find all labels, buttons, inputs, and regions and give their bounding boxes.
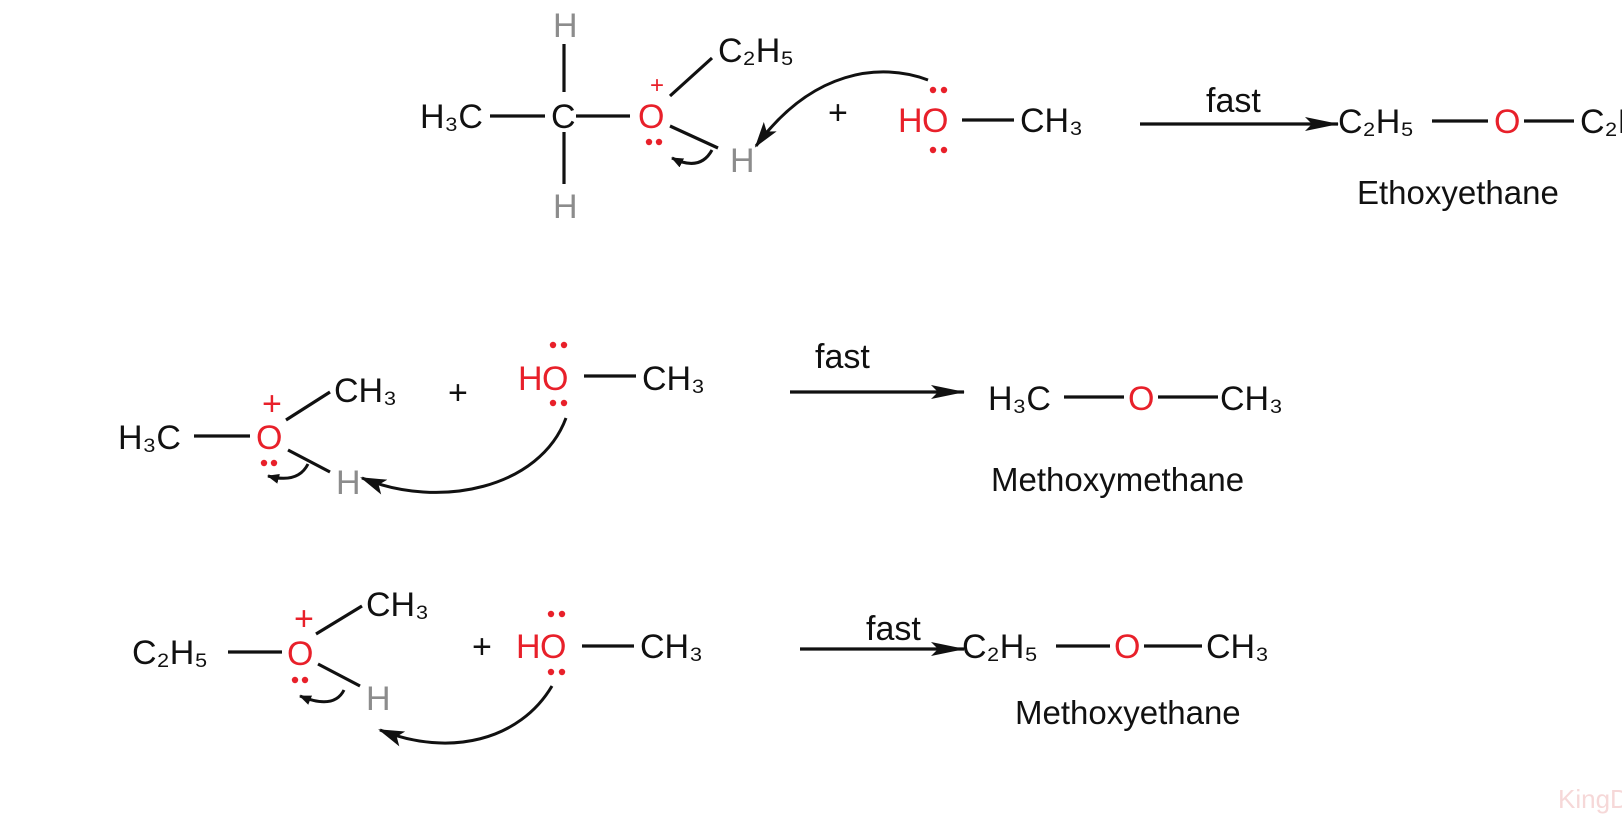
product-3: C₂H₅ O CH₃ Methoxyethane	[962, 628, 1269, 731]
product-2: H₃C O CH₃ Methoxymethane	[988, 380, 1283, 498]
methanol-3: H O CH₃	[516, 610, 703, 676]
transferred-hydrogen-label: H	[366, 680, 391, 718]
oxonium-oxygen-label: O	[287, 635, 313, 673]
hydroxyl-hydrogen-label: H	[516, 628, 541, 666]
lone-pair-dots	[929, 86, 948, 154]
plus-sign: +	[828, 94, 848, 132]
lone-pair-dots	[645, 138, 663, 146]
electron-push-arrow	[360, 417, 568, 495]
protonated-alcohol-1: H₃C C H H O + C₂H₅ H	[420, 7, 794, 226]
positive-charge-label: +	[262, 385, 282, 423]
electron-push-arrow	[671, 149, 714, 168]
methyl-group-label: H₃C	[988, 380, 1051, 418]
bond-line	[669, 124, 719, 150]
protonated-alcohol-3: C₂H₅ O + CH₃ H	[132, 586, 429, 718]
positive-charge-label: +	[294, 600, 314, 638]
ethyl-group-text: C₂H₅	[718, 32, 794, 70]
hydrogen-atom-label: H	[553, 188, 578, 226]
carbon-atom-label: C	[551, 98, 576, 136]
product-name-label: Methoxyethane	[1015, 694, 1241, 731]
methyl-group-label: H₃C	[420, 98, 483, 136]
methyl-group-label: H₃C	[118, 419, 181, 457]
methanol-oxygen-label: O	[922, 102, 948, 140]
bond-line	[315, 604, 363, 636]
lone-pair-dots	[260, 459, 278, 467]
product-name-label: Ethoxyethane	[1357, 174, 1559, 211]
reaction-condition-label: fast	[1206, 82, 1261, 120]
hydroxyl-hydrogen-label: H	[898, 102, 923, 140]
ethyl-group-label: C₂H₅	[1338, 103, 1414, 141]
oxonium-oxygen-label: O	[256, 419, 282, 457]
protonated-alcohol-2: H₃C O + CH₃ H	[118, 372, 397, 502]
methanol-oxygen-label: O	[542, 360, 568, 398]
positive-charge-label: +	[650, 72, 664, 99]
electron-push-arrow	[299, 689, 346, 705]
bond-line	[668, 56, 714, 98]
bond-line	[287, 448, 331, 474]
ethyl-group-label: C₂H₅	[1580, 103, 1622, 141]
ethyl-group-label: C₂H₅	[718, 32, 794, 70]
ethyl-group-label: C₂H₅	[132, 634, 208, 672]
methyl-group-label: CH₃	[1020, 102, 1083, 140]
electron-push-arrow	[267, 463, 310, 484]
electron-push-arrow	[754, 70, 929, 148]
watermark: KingD	[1558, 784, 1622, 814]
methanol-oxygen-label: O	[540, 628, 566, 666]
ether-oxygen-label: O	[1128, 380, 1154, 418]
hydroxyl-hydrogen-label: H	[518, 360, 543, 398]
reaction-3: C₂H₅ O + CH₃ H + H O CH₃ fast	[132, 586, 1269, 747]
methyl-group-label: CH₃	[1206, 628, 1269, 666]
oxonium-oxygen-label: O	[638, 98, 664, 136]
reaction-1: H₃C C H H O + C₂H₅ H + H O	[420, 7, 1622, 226]
reaction-condition-label: fast	[815, 338, 870, 376]
hydrogen-atom-label: H	[553, 7, 578, 45]
methyl-group-label: CH₃	[642, 360, 705, 398]
methanol-2: H O CH₃	[518, 341, 705, 407]
methanol-1: H O CH₃	[898, 86, 1083, 154]
lone-pair-dots	[291, 676, 309, 684]
transferred-hydrogen-label: H	[730, 142, 755, 180]
lone-pair-dots	[549, 341, 568, 407]
methyl-group-label: CH₃	[366, 586, 429, 624]
reaction-2: H₃C O + CH₃ H + H O CH₃ fast	[118, 338, 1283, 502]
methyl-group-label: CH₃	[1220, 380, 1283, 418]
product-name-label: Methoxymethane	[991, 461, 1244, 498]
product-1: C₂H₅ O C₂H₅ Ethoxyethane	[1338, 103, 1622, 211]
methyl-group-label: CH₃	[640, 628, 703, 666]
lone-pair-dots	[547, 610, 566, 676]
bond-line	[285, 390, 331, 422]
bond-line	[317, 662, 361, 688]
ether-oxygen-label: O	[1494, 103, 1520, 141]
reaction-condition-label: fast	[866, 610, 921, 648]
methyl-group-label: CH₃	[334, 372, 397, 410]
ether-oxygen-label: O	[1114, 628, 1140, 666]
ethyl-group-label: C₂H₅	[962, 628, 1038, 666]
plus-sign: +	[448, 374, 468, 412]
electron-push-arrow	[378, 685, 554, 747]
transferred-hydrogen-label: H	[336, 464, 361, 502]
plus-sign: +	[472, 628, 492, 666]
